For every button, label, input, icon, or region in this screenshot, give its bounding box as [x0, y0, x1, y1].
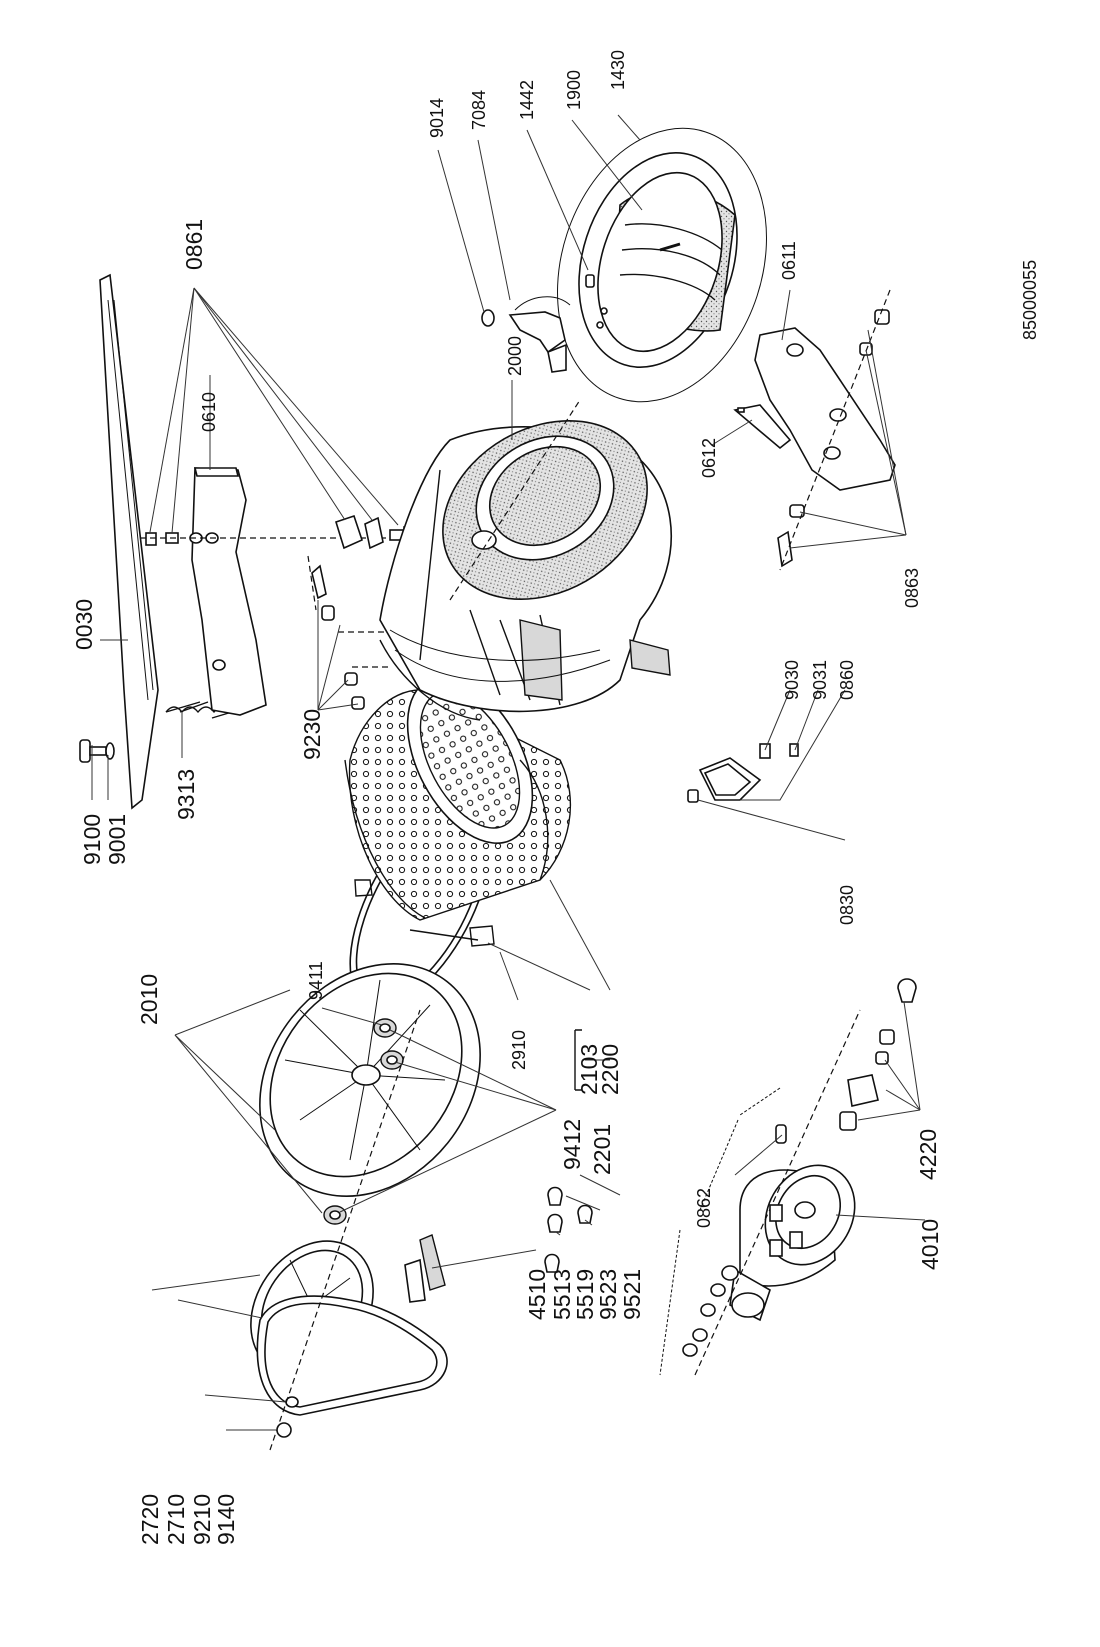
small-parts-0860 [687, 743, 799, 803]
drum-spider-arms [354, 879, 495, 947]
label-5513: 5513 [549, 1269, 575, 1320]
label-2200: 2200 [597, 1044, 623, 1095]
label-1430: 1430 [608, 50, 628, 90]
feet-parts [544, 1186, 593, 1273]
label-5519: 5519 [572, 1269, 598, 1320]
top-counterweight-part [191, 467, 267, 716]
drain-elbow-7084 [508, 296, 571, 373]
label-1900: 1900 [564, 70, 584, 110]
label-9014: 9014 [427, 98, 447, 138]
pulley-axis [269, 1009, 421, 1451]
label-0861: 0861 [181, 219, 207, 270]
label-7084: 7084 [469, 90, 489, 130]
label-2000: 2000 [505, 336, 525, 376]
label-2720: 2720 [137, 1494, 163, 1545]
screw-part-9100 [79, 739, 115, 763]
label-9313: 9313 [173, 769, 199, 820]
label-4220: 4220 [915, 1129, 941, 1180]
label-9001: 9001 [104, 814, 130, 865]
leader-lines [91, 114, 926, 1431]
label-2103: 2103 [576, 1044, 602, 1095]
label-9230: 9230 [299, 709, 325, 760]
label-2910: 2910 [509, 1030, 529, 1070]
label-9412: 9412 [559, 1119, 585, 1170]
screw-1442 [585, 274, 608, 329]
label-4010: 4010 [917, 1219, 943, 1270]
label-9521: 9521 [619, 1269, 645, 1320]
label-0830: 0830 [837, 885, 857, 925]
label-0863: 0863 [902, 568, 922, 608]
front-seal-1430 [557, 127, 767, 403]
part-labels: 0030 9100 9001 9313 0610 0861 9230 2000 … [71, 50, 1040, 1545]
plates-0861 [335, 514, 411, 550]
label-9210: 9210 [189, 1494, 215, 1545]
bracket-0612 [733, 404, 792, 450]
clip-9014 [481, 309, 495, 327]
label-4510: 4510 [524, 1269, 550, 1320]
belt-2710 [256, 1295, 448, 1416]
rear-tub-cover-2010 [259, 963, 481, 1197]
label-9411: 9411 [306, 961, 326, 1000]
label-9031: 9031 [810, 660, 830, 700]
motor-4010 [694, 1009, 861, 1376]
label-0030: 0030 [71, 599, 97, 650]
nuts-0863 [777, 289, 891, 571]
label-2201: 2201 [589, 1124, 615, 1175]
label-9030: 9030 [782, 660, 802, 700]
label-0860: 0860 [837, 660, 857, 700]
drum-shaft-2103 [409, 929, 479, 941]
front-counterweight-0611 [754, 327, 896, 491]
motor-bracket-4220 [839, 978, 917, 1131]
label-9523: 9523 [595, 1269, 621, 1320]
motor-mount-0862 [659, 1087, 787, 1376]
label-0610: 0610 [199, 392, 219, 432]
drum-2200 [344, 676, 572, 921]
front-ring-1900 [578, 152, 738, 368]
outer-tub-2000 [379, 399, 672, 721]
drawing-number: 85000055 [1020, 260, 1040, 340]
label-0612: 0612 [699, 438, 719, 478]
top-rail-part [99, 273, 159, 810]
label-0611: 0611 [779, 241, 799, 280]
label-2010: 2010 [136, 974, 162, 1025]
washers-0861-top [145, 532, 203, 546]
label-9140: 9140 [213, 1494, 239, 1545]
label-0862: 0862 [694, 1188, 714, 1228]
heater-4510 [404, 1234, 446, 1303]
bearings-9411 [323, 1018, 404, 1225]
label-2710: 2710 [163, 1494, 189, 1545]
label-9100: 9100 [79, 814, 105, 865]
bolts-9230 [307, 555, 392, 710]
label-1442: 1442 [517, 80, 537, 120]
